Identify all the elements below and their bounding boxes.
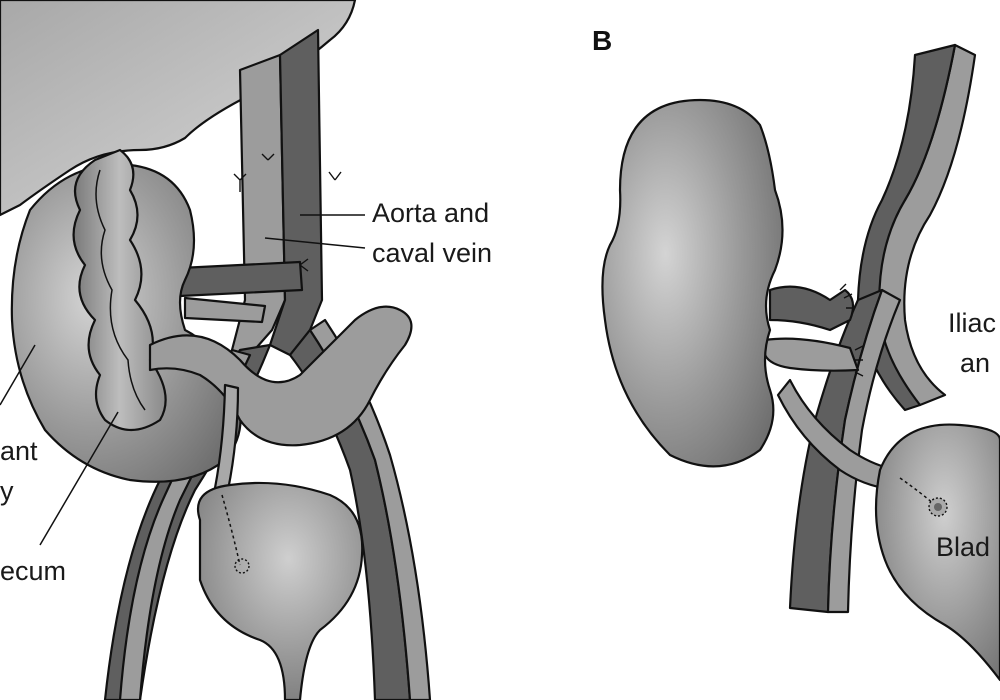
- iliac-artery-b: [856, 43, 957, 412]
- label-iliac: Iliac: [948, 308, 996, 338]
- panel-letter-b: B: [592, 25, 612, 56]
- panel-b: B Iliac an Blad: [592, 25, 1000, 682]
- panel-a: Aorta and caval vein ant y ecum: [0, 0, 492, 700]
- external-iliac-vein-b: [826, 288, 902, 614]
- label-bladder: Blad: [936, 532, 990, 562]
- renal-vein: [178, 260, 304, 298]
- label-transplant-2: y: [0, 476, 14, 506]
- label-transplant: ant: [0, 436, 38, 466]
- cecum: [72, 148, 167, 432]
- renal-vessels-b: [768, 285, 855, 332]
- liver: [0, 0, 357, 217]
- label-cecum: ecum: [0, 556, 66, 586]
- label-caval-vein: caval vein: [372, 238, 492, 268]
- bladder-b: [874, 423, 1000, 682]
- label-iliac-2: an: [960, 348, 990, 378]
- renal-artery: [183, 296, 267, 324]
- bladder-a: [197, 481, 364, 700]
- right-iliac-vein: [308, 318, 432, 700]
- transplant-kidney-b: [601, 98, 784, 468]
- label-aorta: Aorta and: [372, 198, 489, 228]
